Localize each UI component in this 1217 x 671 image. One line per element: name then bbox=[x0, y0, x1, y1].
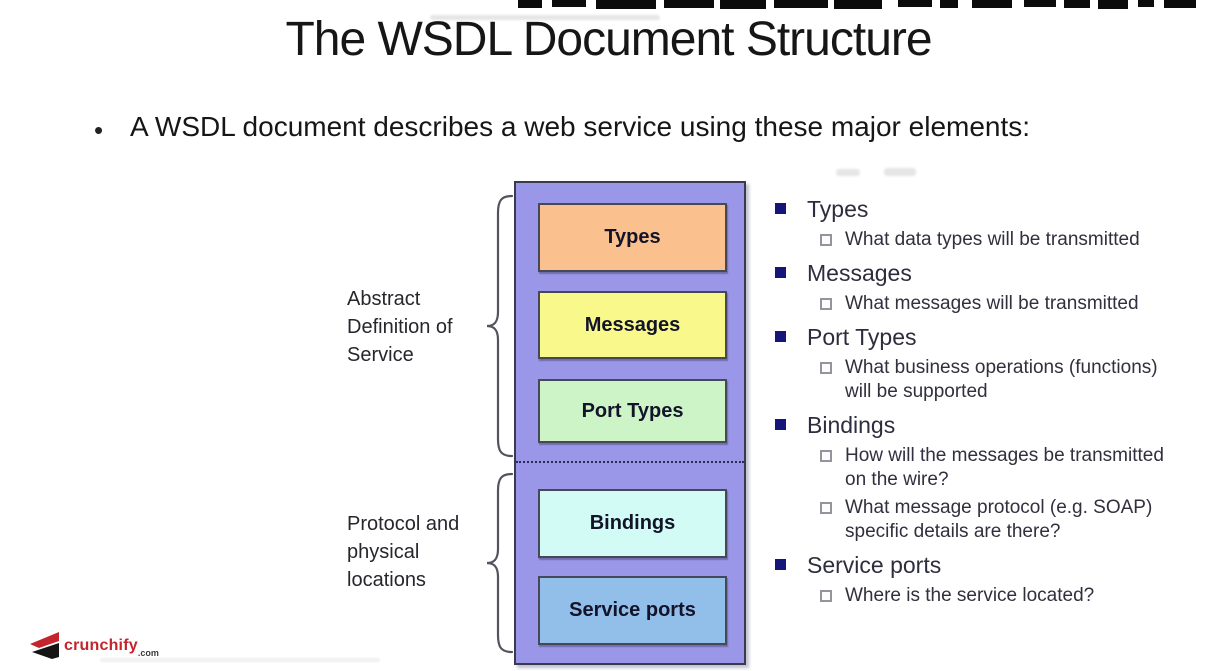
outline-item-label: Service ports bbox=[807, 552, 942, 578]
protocol-locations-label: Protocol and physical locations bbox=[347, 510, 459, 594]
diagram-box-service-ports: Service ports bbox=[538, 576, 727, 645]
intro-text: A WSDL document describes a web service … bbox=[130, 111, 1031, 142]
artifact-segment bbox=[1164, 0, 1196, 8]
outline-item-label: Messages bbox=[807, 260, 912, 286]
label-line: physical bbox=[347, 541, 420, 563]
outline-item-service-ports: Service ports bbox=[772, 550, 1217, 580]
outline-subitem: How will the messages be transmitted on … bbox=[772, 444, 1217, 492]
diagram-box-types: Types bbox=[538, 203, 727, 272]
outline-subitem: What message protocol (e.g. SOAP) specif… bbox=[772, 496, 1217, 544]
outline-sub-text: What messages will be transmitted bbox=[845, 292, 1139, 316]
artifact-segment bbox=[1138, 0, 1154, 7]
artifact-segment bbox=[552, 0, 586, 7]
outline-item-messages: Messages bbox=[772, 258, 1217, 288]
page-title: The WSDL Document Structure bbox=[285, 13, 932, 66]
diagram-box-messages: Messages bbox=[538, 291, 727, 359]
label-line: locations bbox=[347, 569, 426, 591]
bullet-dot-icon: • bbox=[94, 115, 104, 145]
artifact-segment bbox=[898, 0, 932, 7]
outline-sub-text: How will the messages be transmitted on … bbox=[845, 444, 1164, 492]
diagram-box-label: Types bbox=[604, 226, 661, 248]
faint-smudge bbox=[100, 658, 380, 662]
hollow-square-bullet-icon bbox=[820, 590, 832, 602]
hollow-square-bullet-icon bbox=[820, 450, 832, 462]
outline-item-types: Types bbox=[772, 194, 1217, 224]
curly-brace-abstract-icon bbox=[486, 194, 514, 458]
artifact-segment bbox=[940, 0, 958, 8]
diagram-box-label: Port Types bbox=[581, 399, 684, 422]
outline-item-label: Bindings bbox=[807, 412, 896, 438]
artifact-segment bbox=[774, 0, 828, 8]
outline-sub-line: What message protocol (e.g. SOAP) bbox=[845, 497, 1153, 518]
artifact-segment bbox=[664, 0, 714, 8]
outline-subitem: What business operations (functions) wil… bbox=[772, 356, 1217, 404]
faint-smudge bbox=[430, 15, 660, 20]
outline-item-port-types: Port Types bbox=[772, 322, 1217, 352]
label-line: Protocol and bbox=[347, 513, 460, 535]
artifact-segment bbox=[1064, 0, 1090, 8]
outline-sub-text: Where is the service located? bbox=[845, 584, 1094, 608]
hollow-square-bullet-icon bbox=[820, 298, 832, 310]
diagram-box-bindings: Bindings bbox=[538, 489, 727, 558]
outline-item-bindings: Bindings bbox=[772, 410, 1217, 440]
abstract-physical-divider bbox=[516, 461, 744, 463]
square-bullet-icon bbox=[775, 331, 786, 342]
artifact-segment bbox=[518, 0, 542, 8]
square-bullet-icon bbox=[775, 419, 786, 430]
faint-smudge bbox=[884, 168, 916, 176]
hollow-square-bullet-icon bbox=[820, 502, 832, 514]
outline-sub-text: What message protocol (e.g. SOAP) specif… bbox=[845, 496, 1152, 544]
artifact-segment bbox=[720, 0, 766, 9]
diagram-box-label: Service ports bbox=[569, 599, 696, 621]
outline-sub-line: What data types will be transmitted bbox=[845, 229, 1140, 250]
outline-subitem: Where is the service located? bbox=[772, 584, 1217, 608]
curly-brace-protocol-icon bbox=[486, 472, 514, 654]
artifact-segment bbox=[1098, 0, 1128, 9]
outline-sub-line: on the wire? bbox=[845, 469, 949, 490]
intro-bullet-line: • A WSDL document describes a web servic… bbox=[94, 111, 1030, 147]
square-bullet-icon bbox=[775, 267, 786, 278]
crunchify-logo: crunchify .com bbox=[26, 632, 159, 660]
brand-name: crunchify bbox=[64, 637, 138, 654]
hollow-square-bullet-icon bbox=[820, 234, 832, 246]
outline-sub-text: What business operations (functions) wil… bbox=[845, 356, 1158, 404]
artifact-segment bbox=[834, 0, 882, 9]
diagram-box-label: Bindings bbox=[589, 512, 676, 534]
artifact-segment bbox=[972, 0, 1012, 8]
outline-sub-line: What business operations (functions) bbox=[845, 357, 1158, 378]
outline-subitem: What data types will be transmitted bbox=[772, 228, 1217, 252]
faint-smudge bbox=[836, 169, 860, 176]
outline-sub-line: How will the messages be transmitted bbox=[845, 445, 1164, 466]
outline-sub-line: What messages will be transmitted bbox=[845, 293, 1139, 314]
crunchify-icon bbox=[30, 632, 59, 659]
artifact-segment bbox=[596, 0, 656, 9]
outline-list: Types What data types will be transmitte… bbox=[772, 194, 1217, 608]
label-line: Abstract bbox=[347, 288, 421, 310]
diagram-box-label: Messages bbox=[584, 313, 681, 336]
artifact-segment bbox=[1024, 0, 1056, 7]
brand-suffix: .com bbox=[137, 648, 159, 658]
outline-item-label: Types bbox=[807, 196, 869, 222]
outline-sub-line: specific details are there? bbox=[845, 521, 1061, 542]
outline-subitem: What messages will be transmitted bbox=[772, 292, 1217, 316]
outline-sub-text: What data types will be transmitted bbox=[845, 228, 1140, 252]
diagram-box-port-types: Port Types bbox=[538, 379, 727, 443]
label-line: Service bbox=[347, 344, 414, 366]
square-bullet-icon bbox=[775, 203, 786, 214]
outline-sub-line: will be supported bbox=[845, 381, 988, 402]
square-bullet-icon bbox=[775, 559, 786, 570]
outline-item-label: Port Types bbox=[807, 324, 917, 350]
abstract-definition-label: Abstract Definition of Service bbox=[347, 285, 453, 369]
label-line: Definition of bbox=[347, 316, 453, 338]
hollow-square-bullet-icon bbox=[820, 362, 832, 374]
outline-sub-line: Where is the service located? bbox=[845, 585, 1095, 606]
